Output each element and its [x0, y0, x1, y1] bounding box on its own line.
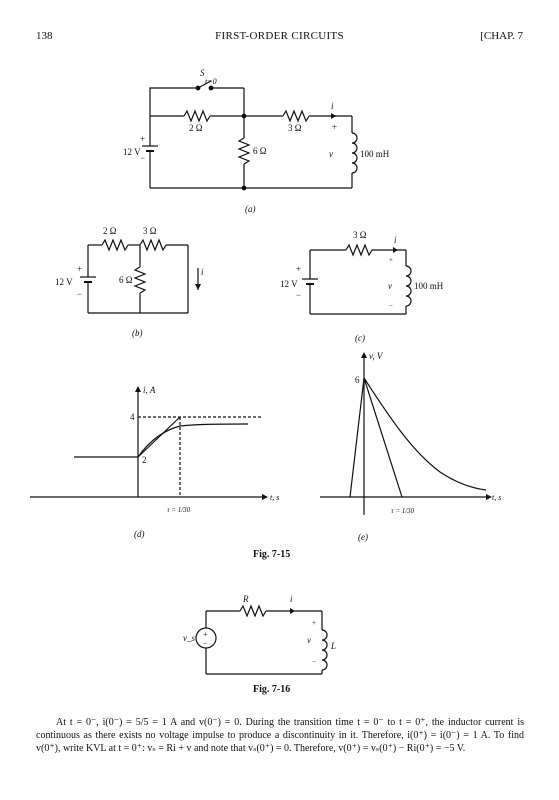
inductor-label: 100 mH [360, 149, 390, 159]
resistor-label: R [242, 594, 249, 604]
source-label: 12 V [55, 277, 73, 287]
circuit-a [142, 80, 358, 191]
part-label: (a) [245, 204, 256, 214]
resistor-label: 6 Ω [119, 275, 133, 285]
inductor-label: L [330, 641, 336, 651]
inductor-label: 100 mH [414, 281, 444, 291]
tau-label: τ = 1/30 [391, 507, 415, 515]
current-label: i [290, 594, 293, 604]
inductor-icon [351, 132, 358, 174]
minus-sign: − [140, 153, 145, 163]
axis-label: t, s [492, 493, 501, 502]
running-title: FIRST-ORDER CIRCUITS [215, 30, 344, 42]
inductor-icon [321, 629, 328, 671]
resistor-2-ohm-icon [183, 109, 211, 123]
minus-sign: − [203, 639, 208, 648]
switch-contact-icon [208, 85, 214, 91]
chapter-label: [CHAP. 7 [480, 30, 523, 42]
voltage-label: v [329, 149, 333, 159]
part-label: (d) [134, 529, 145, 539]
page-number: 138 [36, 30, 53, 42]
plus-sign: + [389, 256, 393, 264]
resistor-6-ohm-icon [237, 137, 251, 165]
source-label: 12 V [280, 279, 298, 289]
plot-e [320, 352, 492, 515]
source-label: v_s [183, 633, 195, 643]
tangent-line [137, 416, 181, 458]
resistor-label: 3 Ω [353, 230, 367, 240]
tangent-line [363, 377, 403, 498]
resistor-3-ohm-icon [139, 238, 167, 252]
part-label: (e) [358, 532, 368, 542]
plus-sign: + [77, 264, 82, 274]
plot-d [30, 386, 268, 500]
curve-v-decay [363, 377, 487, 491]
circuit-c [302, 243, 412, 315]
resistor-2-ohm-icon [101, 238, 129, 252]
resistor-3-ohm-icon [282, 109, 310, 123]
circuit-b [80, 238, 201, 314]
switch-time-label: t=0 [205, 77, 217, 86]
minus-sign: − [77, 289, 82, 299]
curve-v-jump [349, 377, 365, 498]
body-paragraph: At t = 0⁻, i(0⁻) = 5/5 = 1 A and v(0⁻) =… [36, 717, 524, 754]
switch-label: S [200, 68, 205, 78]
plus-sign: + [296, 264, 301, 274]
current-label: i [201, 267, 204, 277]
plus-sign: + [332, 122, 337, 132]
current-label: i [394, 235, 397, 245]
current-label: i [331, 101, 334, 111]
axis-label: v, V [369, 351, 384, 361]
minus-sign: − [296, 290, 301, 300]
page-header: 138 FIRST-ORDER CIRCUITS [CHAP. 7 [36, 30, 523, 46]
plus-sign: + [312, 619, 316, 627]
voltage-label: v [307, 635, 311, 645]
minus-sign: − [389, 302, 393, 310]
plus-sign: + [203, 630, 208, 639]
switch-blade-icon [197, 80, 212, 89]
voltage-label: v [388, 281, 392, 291]
part-label: (c) [355, 333, 365, 343]
source-label: 12 V [123, 147, 141, 157]
resistor-label: 2 Ω [103, 226, 117, 236]
figure-caption: Fig. 7-15 [253, 549, 291, 560]
resistor-3-ohm-icon [345, 243, 373, 257]
resistor-label: 6 Ω [253, 146, 267, 156]
figure-caption: Fig. 7-16 [253, 684, 291, 695]
tick-label: 2 [142, 455, 147, 465]
curve-i-after [137, 423, 249, 458]
inductor-icon [405, 265, 412, 307]
circuit-fig-16 [195, 604, 328, 675]
resistor-6-ohm-icon [133, 266, 147, 294]
tau-label: τ = 1/30 [167, 506, 191, 514]
axis-label: i, A [143, 385, 156, 395]
tick-label: 6 [355, 375, 360, 385]
resistor-R-icon [239, 604, 267, 618]
resistor-label: 3 Ω [143, 226, 157, 236]
axis-label: t, s [270, 493, 279, 502]
plus-sign: + [140, 134, 145, 144]
part-label: (b) [132, 328, 143, 338]
resistor-label: 2 Ω [189, 123, 203, 133]
resistor-label: 3 Ω [288, 123, 302, 133]
minus-sign: − [312, 658, 316, 666]
tick-label: 4 [130, 412, 135, 422]
